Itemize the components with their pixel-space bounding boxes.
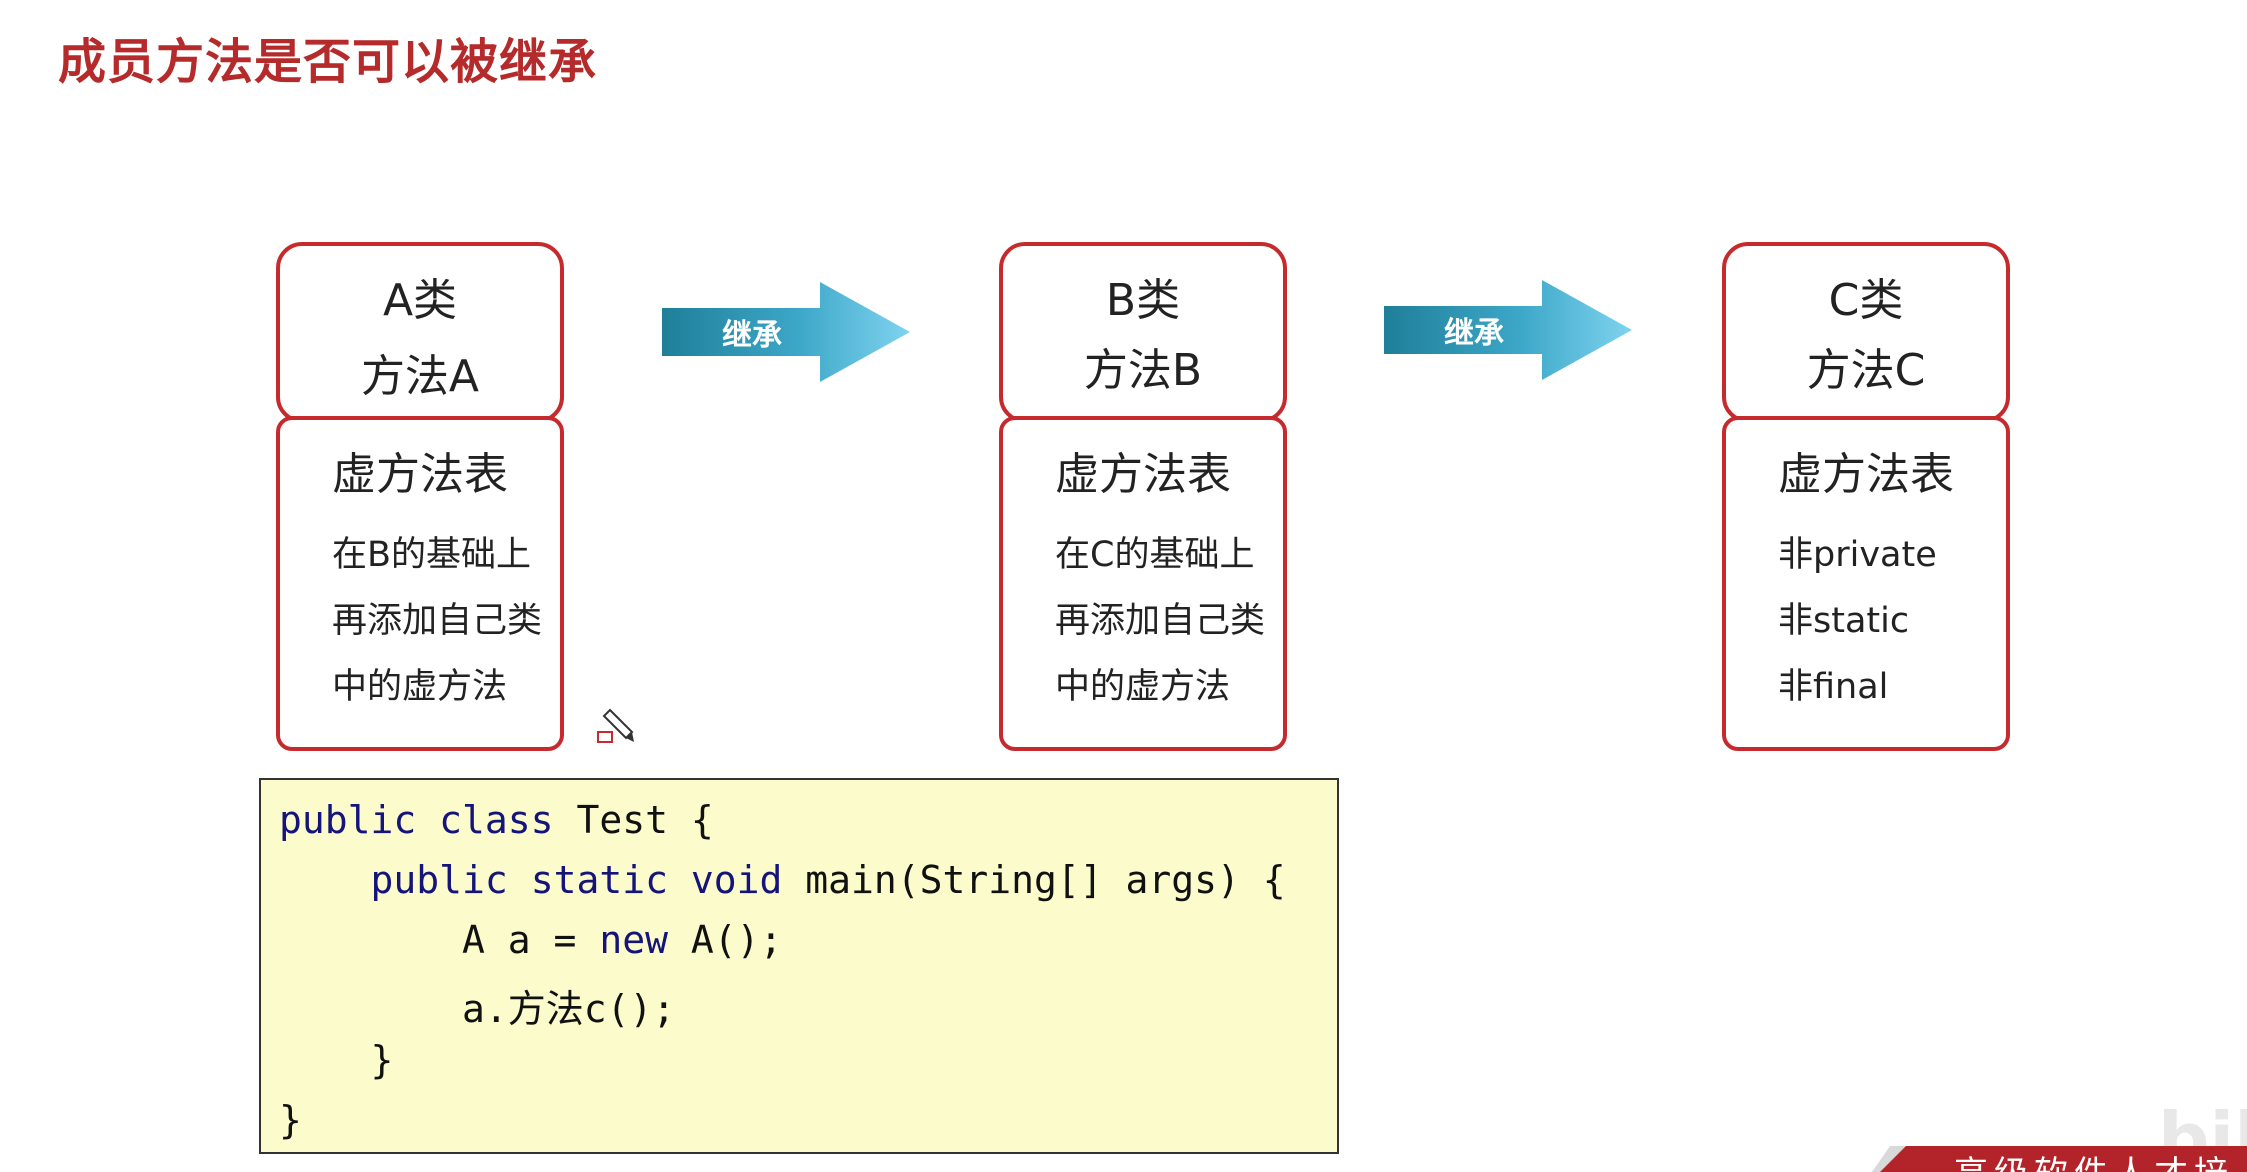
code-block: public class Test { public static void m…	[259, 778, 1339, 1154]
code-line-6: }	[279, 1098, 302, 1142]
banner-shape-icon	[1872, 1146, 2247, 1172]
class-c-vtable-line-3: 非final	[1778, 667, 1889, 707]
class-a-vtable-line-1: 在B的基础上	[332, 535, 532, 575]
code-keyword: class	[439, 798, 554, 842]
arrow-2-label: 继承	[1444, 316, 1504, 351]
code-keyword: void	[690, 858, 783, 902]
class-a-vtable-line-2: 再添加自己类	[332, 601, 543, 641]
class-b-vtable-line-2: 再添加自己类	[1055, 601, 1266, 641]
class-c-vtable-line-2: 非static	[1778, 601, 1910, 641]
class-a-name: A类	[382, 275, 458, 326]
code-keyword: public	[370, 858, 508, 902]
class-b-vtable-title: 虚方法表	[1055, 449, 1231, 500]
code-keyword: public	[279, 798, 417, 842]
class-b-vtable-line-1: 在C的基础上	[1055, 535, 1255, 575]
class-b-group: B类 方法B 虚方法表 在C的基础上 再添加自己类 中的虚方法	[999, 242, 1287, 751]
code-keyword: static	[530, 858, 668, 902]
class-c-header-box: C类 方法C	[1722, 242, 2010, 423]
arrow-shape-icon	[1384, 280, 1632, 380]
code-text: Test {	[553, 798, 714, 842]
class-b-header-box: B类 方法B	[999, 242, 1287, 423]
arrow-shape-icon	[662, 282, 910, 382]
class-b-name: B类	[1105, 275, 1181, 326]
inherit-arrow-1: 继承	[660, 280, 912, 384]
class-a-method: 方法A	[360, 351, 480, 402]
class-c-vtable: 虚方法表 非private 非static 非final	[1722, 416, 2010, 751]
arrow-1-label: 继承	[722, 318, 782, 353]
code-line-2: public static void main(String[] args) {	[279, 858, 1286, 902]
class-c-vtable-title: 虚方法表	[1778, 449, 1954, 500]
code-line-5: }	[279, 1038, 394, 1082]
banner-text: 高级软件人才培	[1954, 1146, 2234, 1172]
class-c-name: C类	[1828, 275, 1904, 326]
class-a-header-box: A类 方法A	[276, 242, 564, 423]
code-line-1: public class Test {	[279, 798, 714, 842]
class-c-method: 方法C	[1806, 345, 1926, 396]
class-b-vtable: 虚方法表 在C的基础上 再添加自己类 中的虚方法	[999, 416, 1287, 751]
class-a-vtable-line-3: 中的虚方法	[332, 667, 508, 707]
class-a-group: A类 方法A 虚方法表 在B的基础上 再添加自己类 中的虚方法	[276, 242, 564, 751]
code-keyword: new	[599, 918, 668, 962]
pencil-cursor-icon	[596, 706, 640, 750]
class-b-method: 方法B	[1083, 345, 1203, 396]
code-line-4: a.方法c();	[279, 987, 676, 1031]
class-c-group: C类 方法C 虚方法表 非private 非static 非final	[1722, 242, 2010, 751]
bottom-banner: 高级软件人才培	[1872, 1146, 2247, 1172]
code-line-3: A a = new A();	[279, 918, 782, 962]
slide-title: 成员方法是否可以被继承	[58, 34, 598, 90]
code-text: A a =	[462, 918, 600, 962]
class-b-vtable-line-3: 中的虚方法	[1055, 667, 1231, 707]
code-indent	[279, 858, 371, 902]
class-c-vtable-line-1: 非private	[1778, 535, 1937, 575]
code-indent	[279, 918, 462, 962]
class-a-vtable: 虚方法表 在B的基础上 再添加自己类 中的虚方法	[276, 416, 564, 751]
class-a-vtable-title: 虚方法表	[332, 449, 508, 500]
code-text: A();	[667, 918, 783, 962]
inherit-arrow-2: 继承	[1382, 278, 1634, 382]
code-text: main(String[] args) {	[782, 858, 1286, 902]
